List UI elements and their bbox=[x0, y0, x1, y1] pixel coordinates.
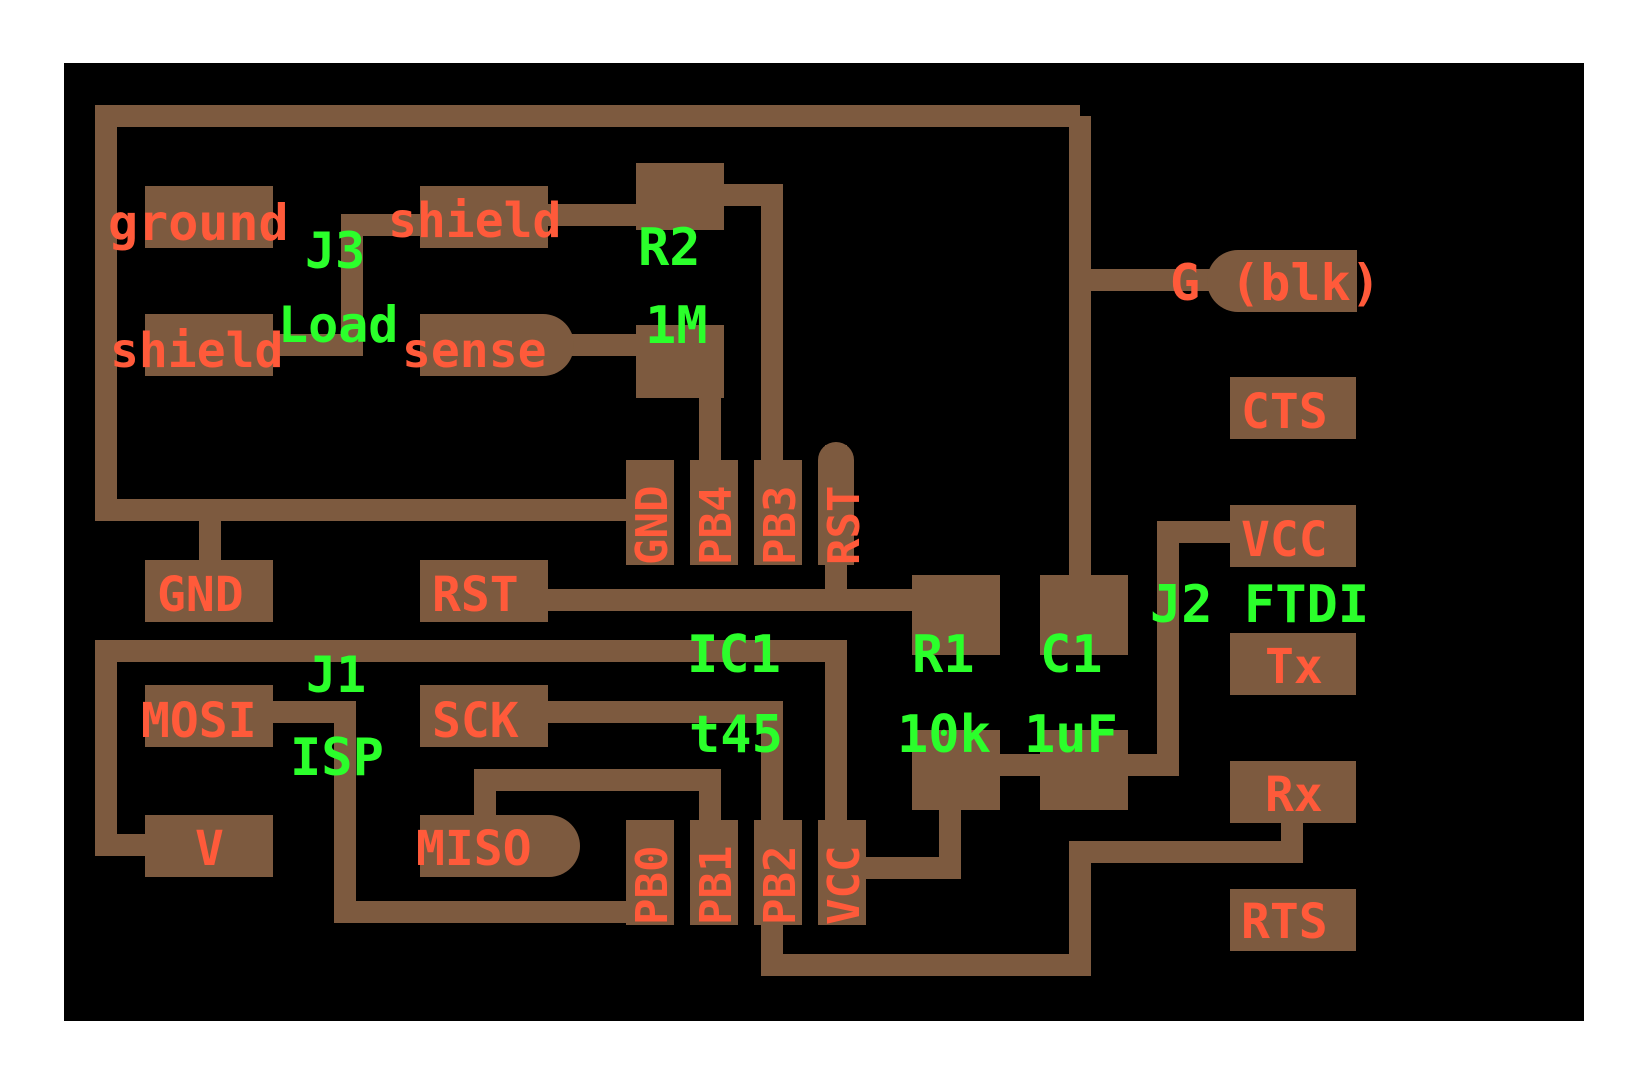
label-ic-pb1: PB1 bbox=[691, 846, 742, 925]
pad-v bbox=[145, 815, 273, 877]
pad-rst-isp bbox=[420, 560, 548, 622]
label-ic1-value: t45 bbox=[689, 705, 783, 765]
label-load: Load bbox=[278, 296, 398, 354]
pad-rts bbox=[1230, 889, 1356, 951]
label-r1-value: 10k bbox=[897, 705, 991, 765]
label-ic1: IC1 bbox=[687, 625, 781, 685]
label-v: V bbox=[195, 821, 224, 877]
label-g-blk: G (blk) bbox=[1170, 254, 1381, 312]
label-tx: Tx bbox=[1265, 639, 1323, 695]
pad-vcc-ftdi bbox=[1230, 505, 1356, 567]
label-r1: R1 bbox=[912, 625, 975, 685]
label-shield-top: shield bbox=[388, 193, 561, 249]
label-rts: RTS bbox=[1241, 894, 1328, 950]
pad-cts bbox=[1230, 377, 1356, 439]
pad-ic-pb1 bbox=[690, 820, 738, 925]
label-miso: MISO bbox=[416, 821, 532, 877]
label-c1-value: 1uF bbox=[1024, 705, 1118, 765]
pad-mosi bbox=[145, 685, 273, 747]
label-shield-left: shield bbox=[110, 323, 283, 379]
pad-ic-pb2 bbox=[754, 820, 802, 925]
label-ground: ground bbox=[108, 194, 289, 252]
pad-tx bbox=[1230, 633, 1356, 695]
label-rst-isp: RST bbox=[432, 567, 519, 623]
pad-ic-vcc bbox=[818, 820, 866, 925]
pad-ic-pb4 bbox=[690, 460, 738, 565]
pad-shield-left bbox=[145, 314, 273, 376]
part-labels: J3 Load R2 1M J1 ISP IC1 t45 R1 10k C1 1… bbox=[278, 218, 1369, 788]
pad-r1-top bbox=[912, 575, 1000, 655]
label-j1: J1 bbox=[306, 646, 366, 704]
label-ic-pb4: PB4 bbox=[691, 486, 742, 565]
pad-r1-bottom bbox=[912, 730, 1000, 810]
pad-gnd-isp bbox=[145, 560, 273, 622]
copper-pads bbox=[145, 163, 1357, 951]
pad-ic-pb3 bbox=[754, 460, 802, 565]
pad-ic-gnd bbox=[626, 460, 674, 565]
label-r2: R2 bbox=[638, 218, 701, 278]
label-vcc-ftdi: VCC bbox=[1241, 512, 1328, 568]
pad-ic-rst bbox=[818, 442, 854, 565]
label-r2-value: 1M bbox=[645, 296, 708, 356]
pad-r2-mask bbox=[636, 230, 724, 325]
label-ic-rst: RST bbox=[819, 486, 870, 565]
pad-c1-top bbox=[1040, 575, 1128, 655]
pad-sck bbox=[420, 685, 548, 747]
pad-shield-top bbox=[420, 186, 548, 248]
pad-ic-pb0 bbox=[626, 820, 674, 925]
label-rx: Rx bbox=[1265, 767, 1323, 823]
pad-labels: ground shield shield sense GND RST MOSI … bbox=[108, 193, 1381, 950]
label-j2-ftdi: J2 FTDI bbox=[1150, 575, 1369, 635]
pad-miso bbox=[420, 815, 580, 877]
pad-c1-bottom bbox=[1040, 730, 1128, 810]
label-ic-pb3: PB3 bbox=[755, 486, 806, 565]
label-j3: J3 bbox=[305, 222, 365, 280]
label-isp: ISP bbox=[290, 728, 384, 788]
label-c1: C1 bbox=[1040, 625, 1103, 685]
label-sck: SCK bbox=[432, 693, 519, 749]
pad-sense bbox=[420, 314, 574, 376]
label-sense: sense bbox=[402, 323, 547, 379]
label-gnd-isp: GND bbox=[157, 567, 244, 623]
label-mosi: MOSI bbox=[141, 693, 257, 749]
pad-rx bbox=[1230, 761, 1356, 823]
label-ic-pb2: PB2 bbox=[755, 846, 806, 925]
label-ic-pb0: PB0 bbox=[627, 846, 678, 925]
pad-ground bbox=[145, 186, 273, 248]
pad-g-blk bbox=[1207, 250, 1357, 312]
label-cts: CTS bbox=[1241, 384, 1328, 440]
label-ic-gnd: GND bbox=[627, 486, 678, 565]
label-ic-vcc: VCC bbox=[819, 846, 870, 925]
